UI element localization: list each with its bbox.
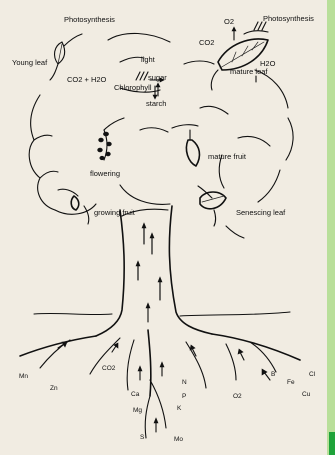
nutrient-s: S	[140, 434, 145, 441]
label-h2o-right: H2O	[260, 59, 276, 68]
label-mature-fruit: mature fruit	[208, 152, 247, 161]
green-corner-mark	[329, 432, 335, 455]
arrowhead-o2	[232, 27, 236, 31]
tree-cycle-diagram: Photosynthesis Photosynthesis Young leaf…	[0, 0, 327, 455]
label-starch: starch	[146, 99, 166, 108]
label-senescing-leaf: Senescing leaf	[236, 208, 286, 217]
label-young-leaf: Young leaf	[12, 58, 48, 67]
light-arrows-icon	[136, 72, 148, 80]
label-photosynthesis-left: Photosynthesis	[64, 15, 115, 24]
senescing-leaf-icon	[198, 186, 226, 226]
arrow-young-leaf-to-photosynthesis	[64, 34, 82, 46]
nutrient-b: B	[271, 371, 275, 378]
sap-flow-arrows	[136, 223, 162, 322]
nutrient-k: K	[177, 405, 182, 412]
arrow-to-mature-leaf	[184, 61, 214, 64]
nutrient-mo: Mo	[174, 436, 183, 443]
flowering-branch-icon	[98, 118, 124, 160]
nutrient-cl: Cl	[309, 371, 316, 378]
nutrient-n: N	[182, 379, 187, 386]
label-o2-top: O2	[224, 17, 234, 26]
label-mature-leaf: mature leaf	[230, 67, 268, 76]
label-growing-fruit: growing fruit	[94, 208, 136, 217]
arrow-photosynthesis-right	[244, 31, 268, 34]
arrow-senescing-leaf	[226, 226, 244, 238]
root-system	[20, 330, 300, 438]
nutrient-mn: Mn	[19, 373, 28, 380]
label-chlorophyll: Chlorophyll	[114, 83, 152, 92]
nutrient-zn: Zn	[50, 385, 58, 392]
young-leaf-icon	[50, 42, 65, 80]
label-sugar: sugar	[148, 73, 167, 82]
nutrient-p: P	[182, 393, 186, 400]
label-reactants: CO2 + H2O	[67, 75, 107, 84]
sun-rays-right-icon	[254, 22, 266, 30]
nutrient-o2: O2	[233, 393, 242, 400]
nutrient-co2: CO2	[102, 365, 116, 372]
mature-fruit-icon	[172, 125, 199, 166]
growing-fruit-icon	[58, 189, 89, 224]
nutrient-ca: Ca	[131, 391, 140, 398]
nutrient-cu: Cu	[302, 391, 311, 398]
label-light: light	[141, 55, 156, 64]
nutrient-fe: Fe	[287, 379, 295, 386]
label-flowering: flowering	[90, 169, 120, 178]
nutrient-mg: Mg	[133, 407, 142, 414]
ground-line	[34, 312, 290, 316]
label-photosynthesis-right: Photosynthesis	[263, 14, 314, 23]
green-border-strip	[327, 0, 335, 455]
tree-trunk	[96, 206, 212, 336]
label-co2-top: CO2	[199, 38, 214, 47]
